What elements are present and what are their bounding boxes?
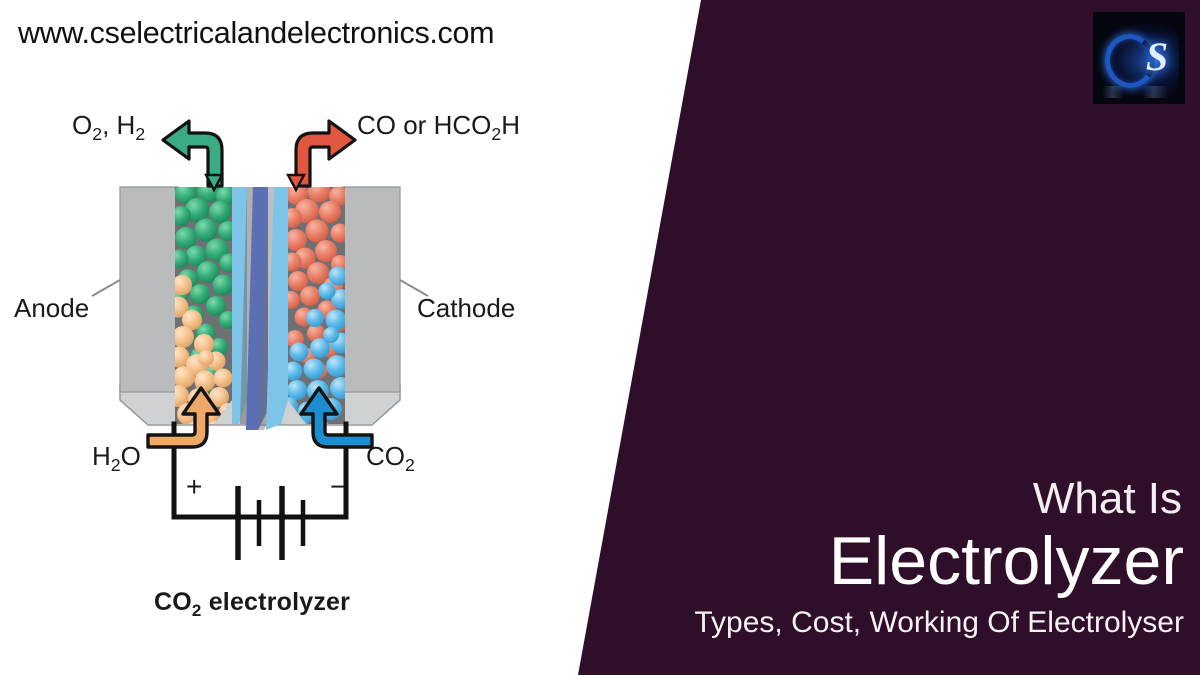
anode-arrow-tip — [204, 173, 224, 193]
brand-logo[interactable]: S — [1093, 12, 1185, 104]
label-co2-inlet: CO2 — [366, 441, 415, 476]
logo-s-letter: S — [1145, 34, 1169, 79]
headline-title: Electrolyzer — [828, 523, 1184, 599]
anode-block — [119, 186, 179, 393]
product-arrow-anode — [161, 119, 224, 188]
headline-eyebrow: What Is — [1032, 474, 1182, 523]
co2-electrolyzer-diagram: O2, H2 CO or HCO2H Anode Cathode H2O CO2… — [0, 0, 560, 675]
battery-symbol — [235, 486, 306, 560]
logo-glow-haze — [1099, 22, 1179, 96]
product-arrow-cathode — [294, 119, 357, 188]
inlet-arrow-water — [146, 386, 221, 449]
inlet-arrow-co2 — [299, 386, 374, 449]
site-url-watermark: www.cselectricalandelectronics.com — [18, 16, 495, 50]
label-anode: Anode — [14, 293, 90, 323]
cathode-arrow-tip — [286, 173, 306, 193]
anode-leader-line — [91, 279, 121, 297]
label-anode-products: O2, H2 — [72, 110, 146, 145]
diagram-caption: CO2 electrolyzer — [154, 588, 351, 620]
logo-script-underline — [1102, 86, 1176, 98]
membrane-stack — [232, 187, 288, 430]
label-water-inlet: H2O — [92, 441, 141, 476]
headline-subtitle: Types, Cost, Working Of Electrolyser — [694, 606, 1184, 639]
label-cathode: Cathode — [417, 293, 516, 323]
label-cathode-products: CO or HCO2H — [357, 110, 520, 145]
cathode-block — [341, 186, 401, 393]
label-positive-terminal: + — [186, 471, 203, 502]
label-negative-terminal: − — [330, 471, 347, 502]
cathode-leader-line — [399, 279, 429, 297]
